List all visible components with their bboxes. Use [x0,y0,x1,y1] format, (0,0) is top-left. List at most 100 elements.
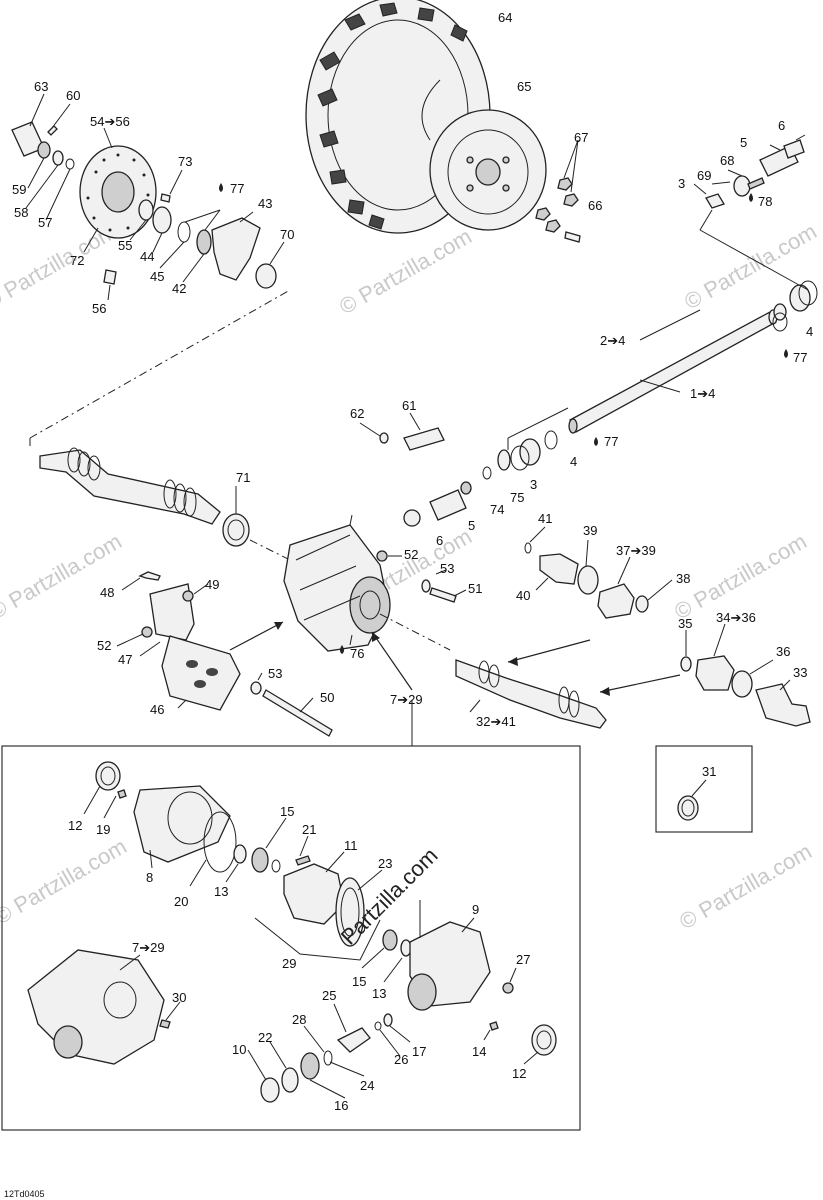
callout-53a[interactable]: 53 [440,561,454,576]
seal-71[interactable] [222,513,250,547]
callout-36[interactable]: 36 [776,644,790,659]
callout-25[interactable]: 25 [322,988,336,1003]
nut-49[interactable] [182,590,194,602]
callout-32[interactable]: 32➔41 [476,714,516,729]
clip-3[interactable] [497,449,511,471]
callout-42[interactable]: 42 [172,281,186,296]
cap-6[interactable] [403,509,421,527]
wheel-nut-67[interactable] [535,207,551,221]
callout-13b[interactable]: 13 [372,986,386,1001]
callout-12a[interactable]: 12 [68,818,82,833]
callout-35[interactable]: 35 [678,616,692,631]
callout-52a[interactable]: 52 [404,547,418,562]
callout-15b[interactable]: 15 [352,974,366,989]
callout-31[interactable]: 31 [702,764,716,779]
joint-40[interactable] [539,553,579,585]
bolt-56[interactable] [103,269,117,285]
callout-59[interactable]: 59 [12,182,26,197]
clip-4[interactable] [544,430,558,450]
shim-13[interactable] [271,859,281,873]
callout-68[interactable]: 68 [720,153,734,168]
vent-tube-61[interactable] [403,427,445,451]
ring-75[interactable] [482,466,492,480]
callout-5a[interactable]: 5 [740,135,747,150]
callout-9[interactable]: 9 [472,902,479,917]
callout-75[interactable]: 75 [510,490,524,505]
callout-66[interactable]: 66 [588,198,602,213]
bearing-16[interactable] [300,1052,320,1080]
plug-27[interactable] [502,982,514,994]
callout-40[interactable]: 40 [516,588,530,603]
nut-17[interactable] [383,1013,393,1027]
propeller-shaft-1[interactable] [569,311,777,433]
seal-69[interactable] [733,175,751,197]
callout-10[interactable]: 10 [232,1042,246,1057]
differential-11[interactable] [283,863,345,925]
seal-10[interactable] [260,1077,280,1103]
callout-1[interactable]: 1➔4 [690,386,715,401]
callout-4a[interactable]: 4 [806,324,813,339]
callout-15a[interactable]: 15 [280,804,294,819]
plug-14[interactable] [489,1021,499,1031]
callout-45[interactable]: 45 [150,269,164,284]
callout-62[interactable]: 62 [350,406,364,421]
bolt-48[interactable] [138,571,161,581]
clamp-38[interactable] [635,595,649,613]
callout-6a[interactable]: 6 [778,118,785,133]
callout-21[interactable]: 21 [302,822,316,837]
callout-13a[interactable]: 13 [214,884,228,899]
boot-37[interactable] [597,583,635,619]
callout-11[interactable]: 11 [344,838,358,853]
callout-16[interactable]: 16 [334,1098,348,1113]
callout-49[interactable]: 49 [205,577,219,592]
callout-41[interactable]: 41 [538,511,552,526]
callout-51[interactable]: 51 [468,581,482,596]
callout-19[interactable]: 19 [96,822,110,837]
washer-58[interactable] [52,150,64,166]
callout-63[interactable]: 63 [34,79,48,94]
callout-69[interactable]: 69 [697,168,711,183]
seal-12[interactable] [95,761,121,791]
o-ring-20[interactable] [203,811,237,873]
callout-8[interactable]: 8 [146,870,153,885]
boot-34[interactable] [695,655,735,691]
circlip-41[interactable] [524,542,532,554]
callout-46[interactable]: 46 [150,702,164,717]
callout-29[interactable]: 29 [282,956,296,971]
clamp-39[interactable] [577,565,599,595]
cover-8[interactable] [133,785,231,863]
callout-53b[interactable]: 53 [268,666,282,681]
seal-44[interactable] [152,206,172,234]
ring-4[interactable] [772,312,788,332]
clamp-36[interactable] [731,670,753,698]
screw-19[interactable] [117,789,127,799]
bearing-15[interactable] [382,929,398,951]
callout-7a[interactable]: 7➔29 [390,692,423,707]
callout-14[interactable]: 14 [472,1044,486,1059]
bearing-42[interactable] [196,229,212,255]
callout-6b[interactable]: 6 [436,533,443,548]
callout-73[interactable]: 73 [178,154,192,169]
callout-44[interactable]: 44 [140,249,154,264]
washer-53[interactable] [421,579,431,593]
wheel-nut-67[interactable] [545,219,561,233]
callout-12b[interactable]: 12 [512,1066,526,1081]
screw-21[interactable] [295,855,311,866]
callout-28[interactable]: 28 [292,1012,306,1027]
callout-64[interactable]: 64 [498,10,512,25]
callout-56[interactable]: 56 [92,301,106,316]
callout-2[interactable]: 2➔4 [600,333,625,348]
collar-3[interactable] [705,193,725,209]
ring-gear-23[interactable] [335,877,365,947]
callout-77a[interactable]: 77 [230,181,244,196]
pinion-25[interactable] [336,1027,371,1053]
nut-55[interactable] [138,199,154,221]
bolt-50[interactable] [262,689,333,737]
knuckle-43[interactable] [211,217,261,281]
callout-76[interactable]: 76 [350,646,364,661]
callout-26[interactable]: 26 [394,1052,408,1067]
callout-3a[interactable]: 3 [678,176,685,191]
callout-33[interactable]: 33 [793,665,807,680]
ring-22[interactable] [281,1067,299,1093]
callout-70[interactable]: 70 [280,227,294,242]
